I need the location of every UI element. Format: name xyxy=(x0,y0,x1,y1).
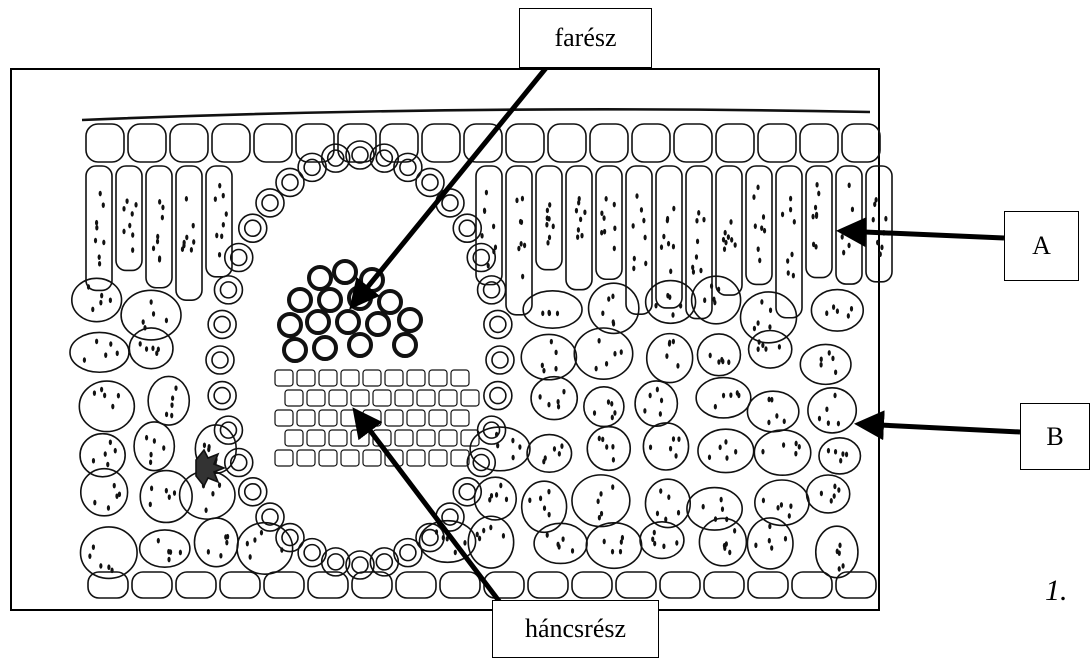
b-pointer-line xyxy=(860,424,1020,432)
label-b: B xyxy=(1020,403,1090,470)
xylem-label: farész xyxy=(519,8,652,68)
label-a: A xyxy=(1004,211,1079,281)
figure-number: 1. xyxy=(1045,574,1068,608)
phloem-label: háncsrész xyxy=(492,600,659,658)
